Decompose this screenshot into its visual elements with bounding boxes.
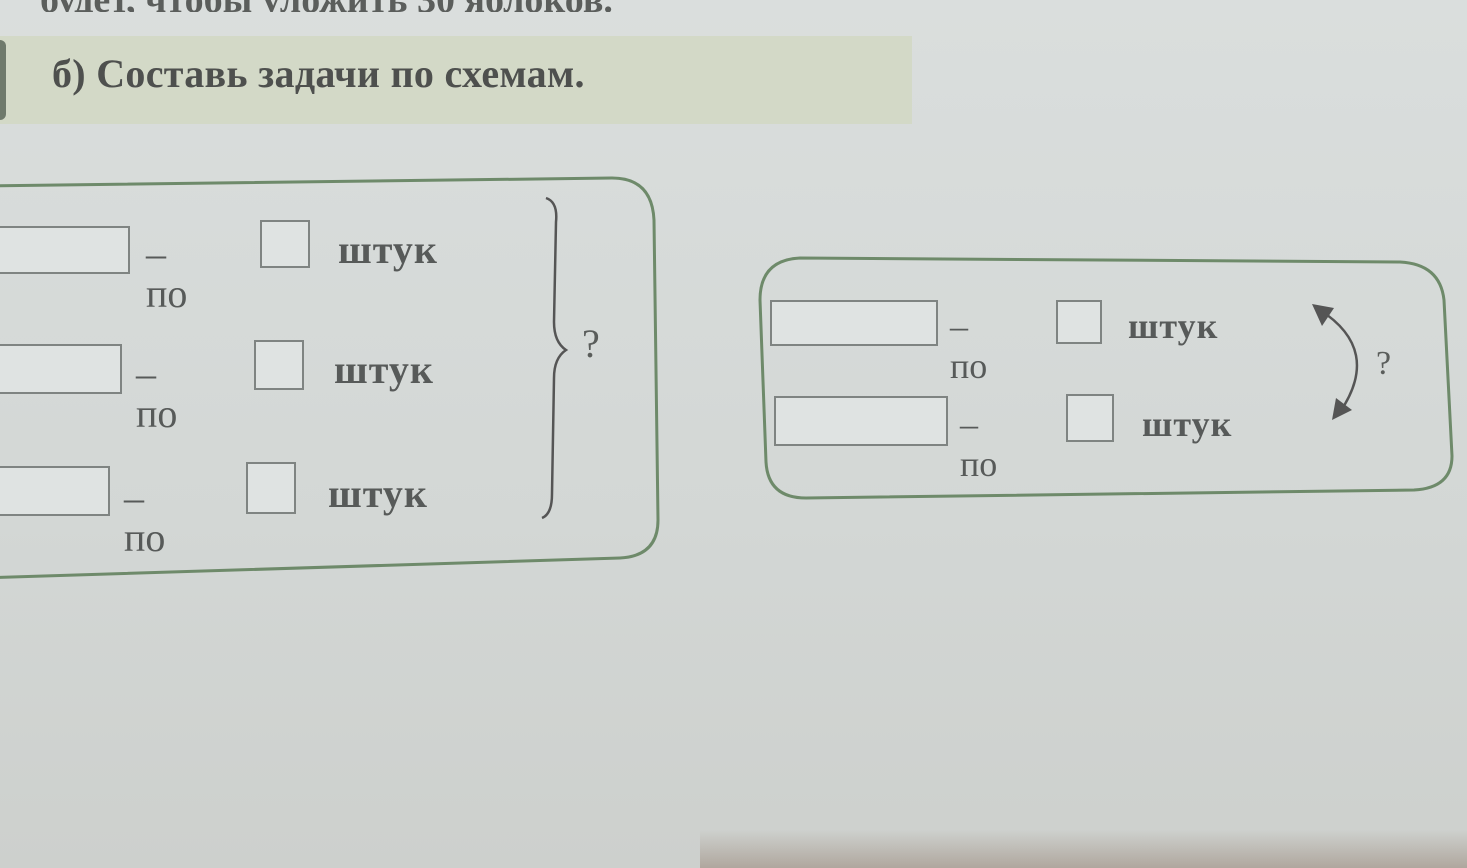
quantity-box-1[interactable]: [260, 220, 310, 268]
task-header-band: [0, 36, 912, 124]
quantity-box-5[interactable]: [1066, 394, 1114, 442]
unit-label-5: штук: [1142, 404, 1233, 444]
quantity-box-2[interactable]: [254, 340, 304, 390]
unit-label-1: штук: [338, 227, 438, 272]
dash-po-label-2: – по: [136, 351, 178, 436]
count-box-3[interactable]: [0, 466, 110, 516]
dash-po-label-1: – по: [146, 231, 188, 316]
unit-label-4: штук: [1128, 306, 1219, 346]
task-marker: [0, 40, 6, 120]
right-scheme-frame: [758, 256, 1454, 500]
right-curly-brace-icon: [541, 196, 569, 520]
quantity-box-3[interactable]: [246, 462, 296, 514]
unit-label-3: штук: [328, 471, 428, 516]
desk-edge-shadow: [700, 830, 1467, 868]
dash-po-label-4: – по: [950, 306, 988, 386]
difference-question-mark: ?: [1376, 345, 1392, 382]
left-scheme-frame: [0, 176, 660, 579]
total-question-mark: ?: [582, 321, 600, 366]
count-box-5[interactable]: [774, 396, 948, 446]
count-box-1[interactable]: [0, 226, 130, 274]
count-box-2[interactable]: [0, 344, 122, 394]
cut-off-previous-text: будет, чтобы уложить 30 яблоков.: [40, 0, 940, 12]
dash-po-label-5: – по: [960, 404, 998, 484]
unit-label-2: штук: [334, 347, 434, 392]
count-box-4[interactable]: [770, 300, 938, 346]
task-title: б) Составь задачи по схемам.: [52, 51, 585, 96]
quantity-box-4[interactable]: [1056, 300, 1102, 344]
dash-po-label-3: – по: [124, 475, 166, 560]
double-curved-arrow-icon: [1312, 304, 1359, 420]
